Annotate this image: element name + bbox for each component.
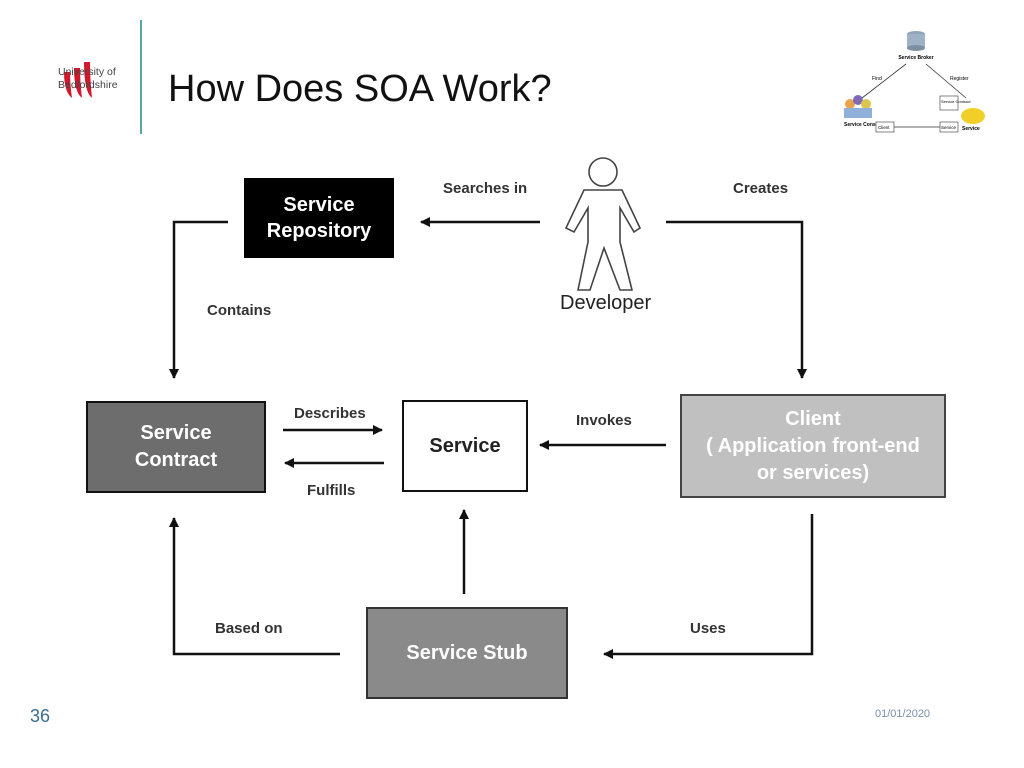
label-based-on: Based on xyxy=(215,620,283,637)
slide-title: How Does SOA Work? xyxy=(168,68,552,110)
thumb-find: Find xyxy=(872,76,882,82)
label-fulfills: Fulfills xyxy=(307,482,356,499)
university-logo-icon xyxy=(64,62,92,98)
stub-label: Service Stub xyxy=(406,641,528,664)
thumb-consumer: Service Consumer xyxy=(844,122,888,128)
logo-line-2: Bedfordshire xyxy=(58,79,118,91)
soa-thumbnail-diagram: Service Broker Find Register Service Con… xyxy=(844,31,985,133)
contract-line-2: Contract xyxy=(134,449,218,471)
arrow-creates xyxy=(666,220,807,379)
thumb-client: Client xyxy=(878,125,890,130)
service-stub-box: Service Stub xyxy=(366,607,568,699)
service-provider-icon xyxy=(961,108,985,124)
developer-icon xyxy=(564,157,642,291)
developer-label: Developer xyxy=(560,292,652,314)
thumb-broker: Service Broker xyxy=(898,55,933,61)
thumb-contract: Service Contract xyxy=(941,99,971,104)
header-divider xyxy=(140,20,142,134)
label-describes: Describes xyxy=(294,405,366,422)
thumb-service: Service xyxy=(941,125,957,130)
service-contract-box: Service Contract xyxy=(86,401,266,493)
label-contains: Contains xyxy=(207,302,272,319)
client-line-2: ( Application front-end xyxy=(706,434,920,457)
person-icon xyxy=(845,99,855,109)
logo-line-1: University of xyxy=(58,66,116,78)
client-box: Client ( Application front-end or servic… xyxy=(680,394,946,498)
arrow-uses xyxy=(603,514,814,659)
repository-line-2: Repository xyxy=(266,220,372,242)
page-number: 36 xyxy=(30,706,51,726)
client-line-1: Client xyxy=(785,407,841,430)
label-searches-in: Searches in xyxy=(443,180,528,197)
label-creates: Creates xyxy=(733,180,789,197)
service-label: Service xyxy=(429,434,501,457)
repository-line-1: Service xyxy=(283,194,355,216)
arrow-based-on xyxy=(169,517,340,656)
label-uses: Uses xyxy=(690,620,726,637)
label-invokes: Invokes xyxy=(576,412,632,429)
arrow-contains xyxy=(169,220,228,379)
service-repository-box: Service Repository xyxy=(244,178,394,258)
client-line-3: or services) xyxy=(756,461,870,484)
thumb-provider: Service xyxy=(962,126,980,132)
logo-text: University of Bedfordshire xyxy=(58,66,118,92)
slide-date: 01/01/2020 xyxy=(875,708,931,720)
contract-line-1: Service xyxy=(140,422,212,444)
service-box: Service xyxy=(402,400,528,492)
thumb-register: Register xyxy=(950,76,969,82)
